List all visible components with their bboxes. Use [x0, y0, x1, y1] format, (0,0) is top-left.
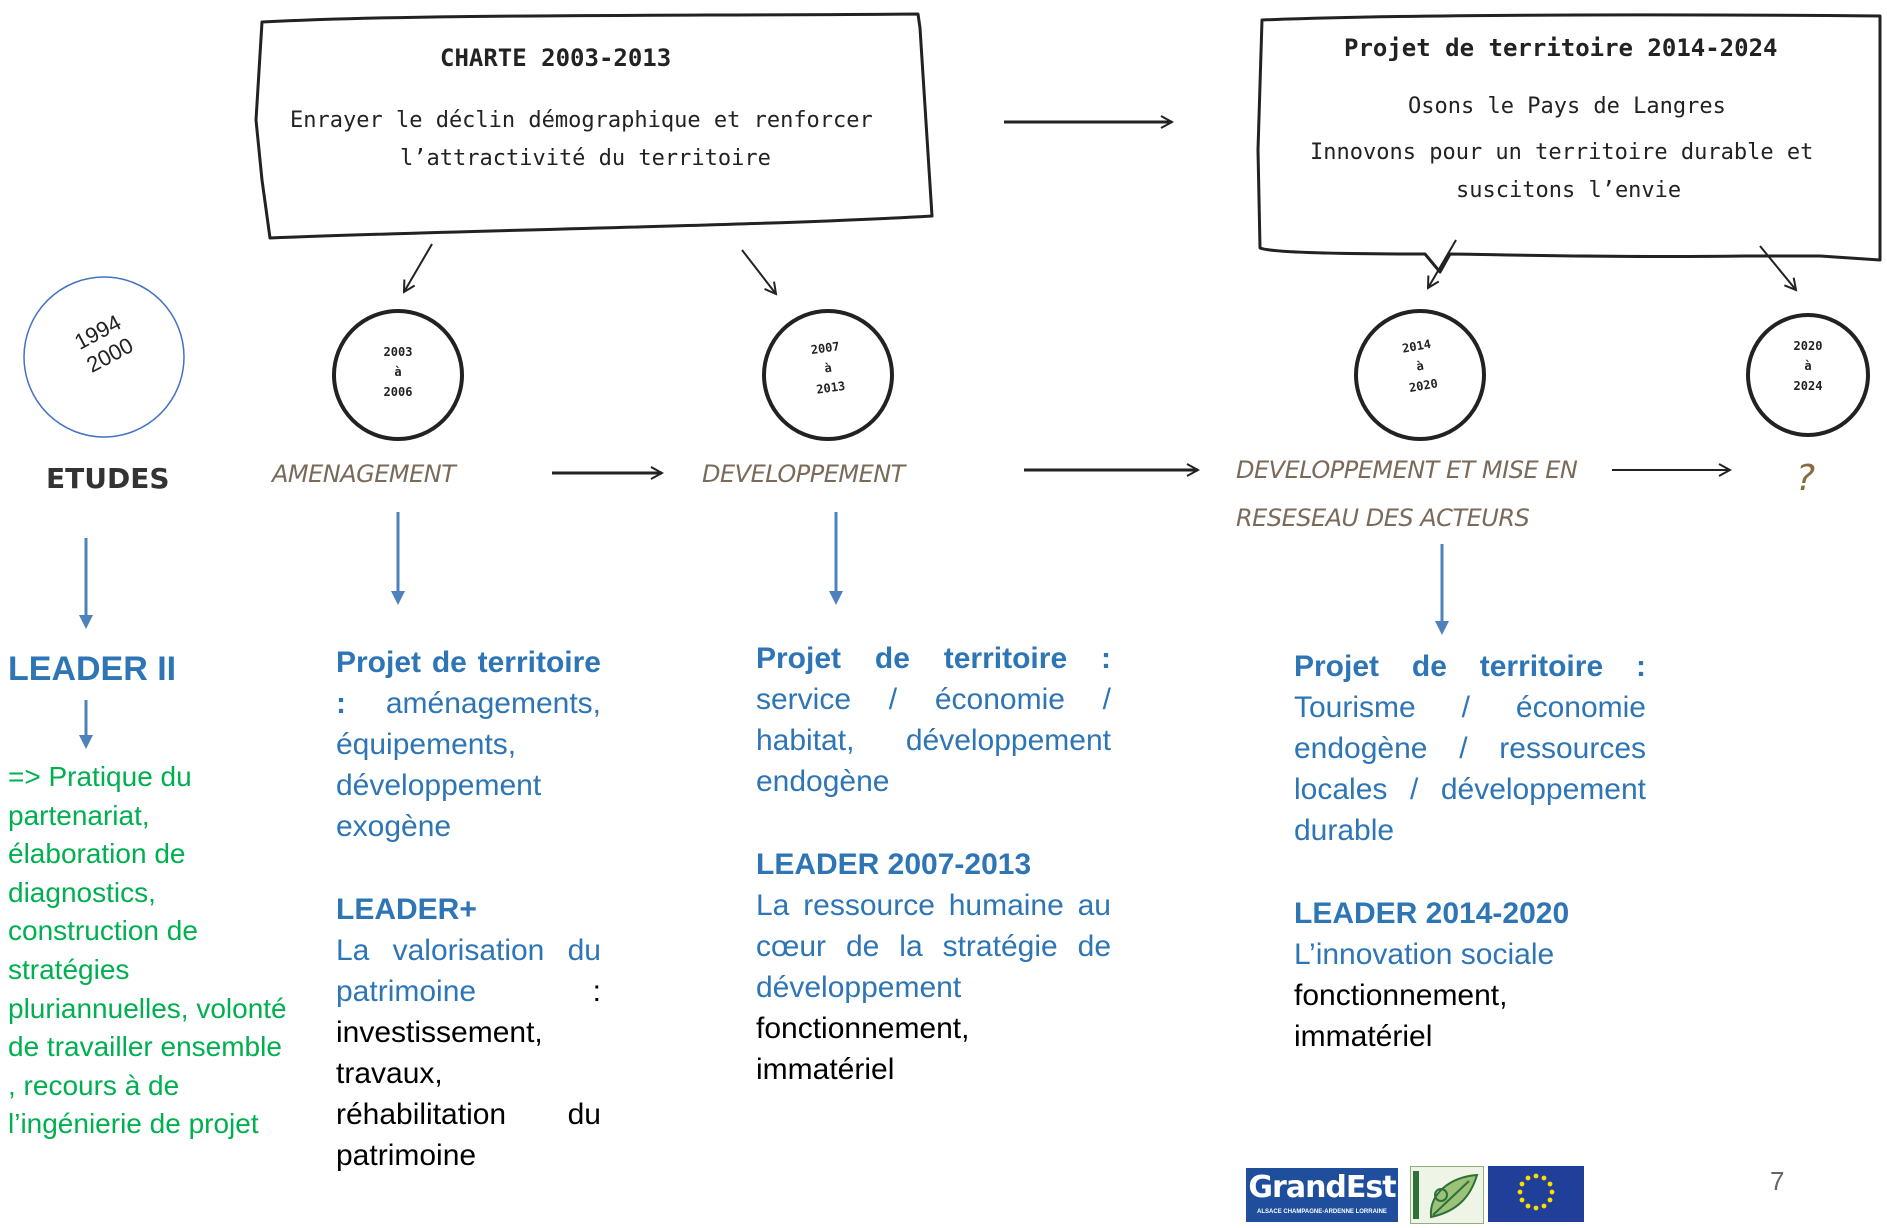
circle-2020-mid: à: [1804, 359, 1812, 373]
circle-2020-label: 2020 à 2024: [1778, 336, 1838, 396]
col3-text: Projet de territoire : service / économi…: [756, 638, 1111, 802]
col3-heading: Projet de territoire :: [756, 642, 1111, 675]
projet-line1: Osons le Pays de Langres: [1408, 94, 1726, 119]
phase-etudes: ETUDES: [46, 462, 170, 495]
col4: Projet de territoire : Tourisme / économ…: [1294, 646, 1646, 1057]
circle-2020-bottom: 2024: [1793, 379, 1823, 393]
circle-2003-bottom: 2006: [383, 385, 413, 399]
col2-leader-title: LEADER+: [336, 893, 477, 926]
phase-question: ?: [1796, 458, 1815, 499]
grandest-logo-sub: ALSACE CHAMPAGNE-ARDENNE LORRAINE: [1257, 1209, 1387, 1215]
projet-title: Projet de territoire 2014-2024: [1344, 34, 1778, 62]
projet-line2: Innovons pour un territoire durable et: [1310, 140, 1814, 165]
diag-arrow-4: [1759, 245, 1796, 290]
col2: Projet de territoire : aménagements, équ…: [336, 642, 601, 1176]
circle-2003-mid: à: [394, 365, 402, 379]
col1-title: LEADER II: [8, 650, 177, 688]
charte-box: [254, 12, 934, 240]
col2-leader-black: : investissement, travaux, réhabilitatio…: [336, 975, 601, 1172]
circle-2003-top: 2003: [383, 345, 413, 359]
col4-leader-black: fonctionnement, immatériel: [1294, 979, 1508, 1053]
diag-arrow-1: [404, 243, 433, 292]
col4-body: Tourisme / économie endogène / ressource…: [1294, 691, 1646, 847]
col2-text: Projet de territoire : aménagements, équ…: [336, 642, 601, 847]
col4-text: Projet de territoire : Tourisme / économ…: [1294, 646, 1646, 851]
phase-developpement: DEVELOPPEMENT: [702, 460, 905, 488]
circle-2003-label: 2003 à 2006: [368, 342, 428, 402]
page-number: 7: [1770, 1166, 1785, 1196]
col4-heading: Projet de territoire :: [1294, 650, 1646, 683]
grandest-logo-text: GrandEst: [1248, 1170, 1396, 1205]
col2-leader-text: La valorisation du patrimoine : investis…: [336, 930, 601, 1176]
phase-reseau-line2: RESESEAU DES ACTEURS: [1236, 504, 1530, 532]
col2-heading: Projet de territoire :: [336, 646, 601, 720]
phase-amenagement: AMENAGEMENT: [272, 460, 456, 488]
col2-body: aménagements, équipements, développement…: [336, 687, 601, 843]
leader-logo: [1410, 1166, 1484, 1224]
charte-title: CHARTE 2003-2013: [440, 44, 672, 72]
col4-leader-blue: L’innovation sociale: [1294, 938, 1555, 971]
circle-2020: [1746, 313, 1870, 437]
col3-leader-blue: La ressource humaine au cœur de la strat…: [756, 889, 1111, 1004]
diag-arrow-3: [1428, 239, 1457, 288]
circle-2007-label: 2007 à 2013: [794, 334, 862, 402]
circle-2003: [332, 309, 464, 441]
col4-leader-title: LEADER 2014-2020: [1294, 897, 1570, 930]
circle-1994: [23, 276, 185, 438]
projet-box: [1256, 13, 1882, 274]
col3-leader-title: LEADER 2007-2013: [756, 848, 1032, 881]
col1-body: => Pratique du partenariat, élaboration …: [8, 761, 287, 1140]
phase-reseau-line1: DEVELOPPEMENT ET MISE EN: [1236, 456, 1578, 484]
col2-leader-blue: La valorisation du patrimoine: [336, 934, 601, 1008]
grandest-logo: GrandEst ALSACE CHAMPAGNE-ARDENNE LORRAI…: [1246, 1168, 1398, 1222]
circle-2007: [762, 309, 894, 441]
charte-line2: l’attractivité du territoire: [400, 146, 771, 171]
diag-arrow-2: [741, 249, 776, 294]
eu-stars-icon: [1517, 1173, 1555, 1211]
leaf-icon: [1413, 1171, 1479, 1219]
circle-2020-top: 2020: [1793, 339, 1823, 353]
col3: Projet de territoire : service / économi…: [756, 638, 1111, 1090]
eu-flag-logo: [1488, 1166, 1584, 1222]
charte-line1: Enrayer le déclin démographique et renfo…: [290, 108, 873, 133]
circle-2014-label: 2014 à 2020: [1385, 331, 1455, 401]
projet-line3: suscitons l’envie: [1456, 178, 1682, 203]
circle-2014: [1354, 309, 1486, 441]
col3-leader-black: fonctionnement, immatériel: [756, 1012, 970, 1086]
col3-body: service / économie / habitat, développem…: [756, 683, 1111, 798]
